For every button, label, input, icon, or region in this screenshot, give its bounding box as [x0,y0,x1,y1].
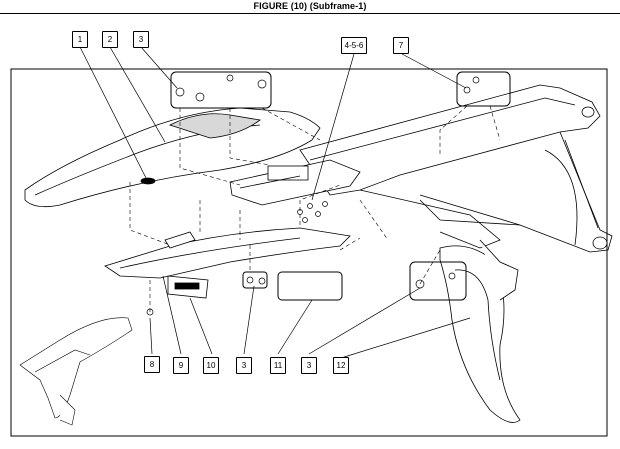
callout-4-5-6: 4-5-6 [341,37,367,54]
callout-9: 9 [173,357,189,374]
callout-2: 2 [102,31,118,48]
rear-view-inset [19,317,133,426]
rear-fender-cover [24,107,321,208]
callout-8: 8 [144,356,160,373]
title-rule [0,13,620,14]
callout-12: 12 [333,357,349,374]
leader-lines [79,46,471,359]
electronics-tray [229,159,361,206]
callout-3-bottom-left: 3 [236,357,252,374]
screws [146,74,480,316]
undertray [104,227,351,279]
license-light [167,275,209,299]
callout-3-top: 3 [133,31,149,48]
callout-7: 7 [393,37,409,54]
figure-title: FIGURE (10) (Subframe-1) [253,1,367,11]
subframe-assembly [299,84,613,253]
diagram-frame [10,68,608,437]
mudguard [439,239,521,423]
fastener-groups [170,71,511,301]
callout-10: 10 [203,357,219,374]
callout-11: 11 [270,357,286,374]
callout-1: 1 [72,31,88,48]
callout-3-bottom-right: 3 [301,357,317,374]
assembly-lines [129,105,501,312]
